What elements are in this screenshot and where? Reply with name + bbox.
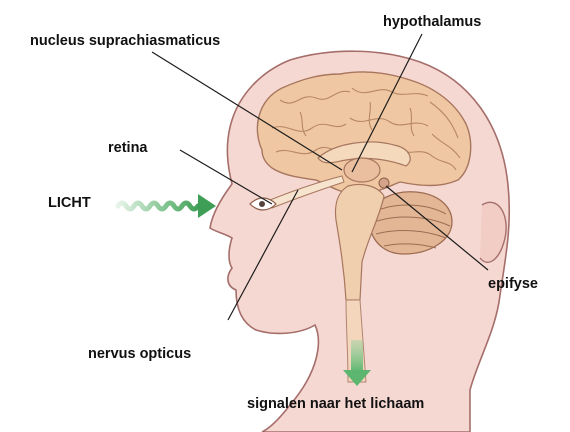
- leader-retina: [179, 149, 273, 205]
- leader-nervus: [227, 189, 299, 321]
- signal-arrow-shaft: [351, 340, 363, 372]
- leader-hypothalamus: [351, 33, 423, 173]
- corpus-callosum: [317, 141, 411, 167]
- thalamus: [343, 157, 381, 183]
- label-licht: LICHT: [48, 195, 91, 211]
- leader-epifyse: [385, 185, 489, 271]
- signal-arrow-head: [343, 370, 371, 386]
- label-signalen: signalen naar het lichaam: [247, 396, 425, 412]
- light-arrow-head: [198, 194, 216, 218]
- label-retina: retina: [108, 140, 148, 156]
- cerebrum: [256, 71, 472, 196]
- optic-nerve: [269, 175, 345, 209]
- leader-nucleus: [151, 51, 343, 171]
- leader-lines: [151, 33, 489, 321]
- brain-folds: [271, 87, 461, 171]
- cerebellum-folds: [373, 204, 451, 249]
- pineal-gland: [378, 177, 390, 189]
- label-hypothalamus: hypothalamus: [383, 14, 482, 30]
- ear: [479, 201, 507, 263]
- pupil: [259, 201, 265, 207]
- light-wave-arrow: [115, 200, 201, 212]
- label-nervus-opticus: nervus opticus: [88, 346, 192, 362]
- label-epifyse: epifyse: [488, 276, 538, 292]
- label-nucleus-suprachiasmaticus: nucleus suprachiasmaticus: [30, 33, 221, 49]
